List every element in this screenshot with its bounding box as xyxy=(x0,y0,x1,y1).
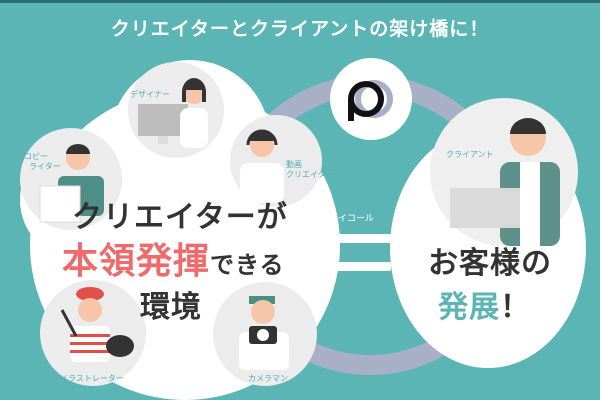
exclamation: ！ xyxy=(500,290,531,325)
copywriter-label-line2: ライター xyxy=(29,162,61,171)
copywriter-label: コピー ライター xyxy=(24,152,61,172)
pc-logo xyxy=(348,80,393,121)
illustrator-label: イラストレーター xyxy=(60,374,124,383)
illustrator-circle xyxy=(40,280,146,386)
cameraman-illustration xyxy=(239,296,289,370)
video-creator-label: 動画クリエイター xyxy=(286,160,334,180)
result-message-line1: お客様の xyxy=(428,246,552,281)
page-title: クリエイターとクライアントの架け橋に！ xyxy=(110,18,490,40)
copywriter-circle xyxy=(20,128,122,230)
equals-bar-bottom xyxy=(335,262,391,271)
designer-illustration xyxy=(138,78,208,148)
video-creator-circle xyxy=(230,115,322,207)
equals-label: イコール xyxy=(338,214,375,224)
highlight-text: 本領発揮 xyxy=(62,241,211,282)
copywriter-illustration xyxy=(39,144,104,223)
client-photo-circle xyxy=(430,98,578,246)
video-creator-label-line2: クリエイター xyxy=(286,170,334,179)
video-creator-illustration xyxy=(240,129,284,203)
main-message-line2-rest: できる xyxy=(210,251,285,279)
result-highlight: 発展 xyxy=(438,290,500,325)
video-creator-label-line1: 動画 xyxy=(286,160,302,169)
main-message-line3: 環境 xyxy=(140,290,202,325)
main-message-line1: クリエイターが xyxy=(72,200,288,235)
result-message-line2: 発展！ xyxy=(438,282,531,326)
equals-bar-top xyxy=(335,234,391,243)
copywriter-label-line1: コピー xyxy=(24,152,48,161)
top-border xyxy=(0,0,600,3)
designer-label: デザイナー xyxy=(130,90,170,99)
cameraman-label: カメラマン xyxy=(248,374,288,383)
main-message-line2: 本領発揮できる xyxy=(62,232,285,284)
designer-circle xyxy=(128,62,224,158)
client-illustration xyxy=(450,118,560,246)
client-label: クライアント xyxy=(446,150,494,159)
cameraman-circle xyxy=(213,282,317,386)
logo-circle xyxy=(330,58,412,140)
illustrator-illustration xyxy=(60,287,134,362)
